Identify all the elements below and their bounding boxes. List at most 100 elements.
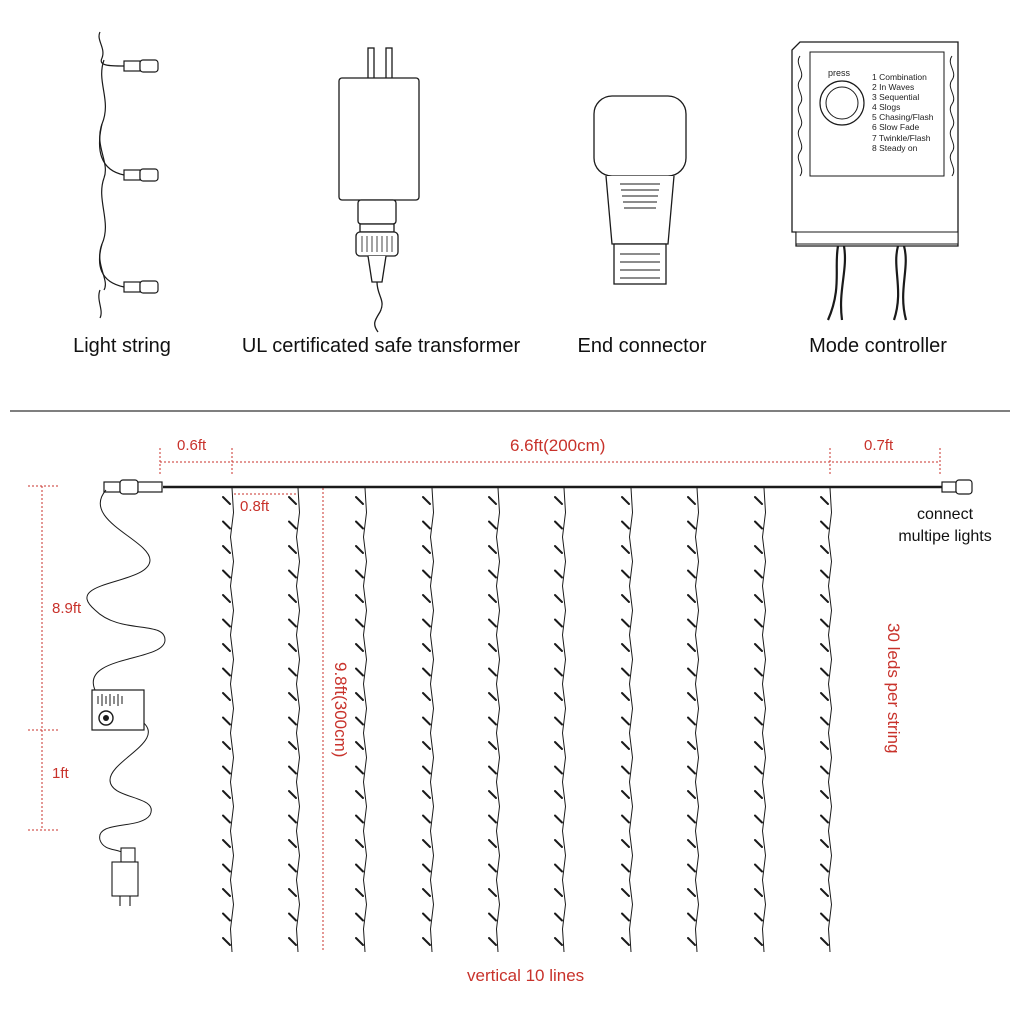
led-bulb — [820, 937, 829, 946]
label-spacing: 0.8ft — [240, 498, 270, 515]
led-bulb — [754, 765, 763, 775]
led-bulb — [554, 667, 563, 677]
led-bulb — [687, 569, 696, 579]
controller-mode-7: 7 Twinkle/Flash — [872, 133, 931, 143]
led-string-wire — [827, 487, 833, 953]
label-width: 6.6ft(200cm) — [510, 436, 606, 455]
led-bulb — [621, 912, 630, 922]
led-bulb — [355, 814, 364, 824]
controller-mode-4: 4 Slogs — [872, 102, 900, 112]
light-string-icon — [98, 31, 159, 319]
led-bulb — [288, 790, 297, 799]
led-bulb — [222, 594, 231, 603]
led-bulb — [422, 594, 431, 603]
led-bulb — [754, 520, 763, 530]
led-bulb — [621, 741, 630, 750]
led-bulb — [621, 790, 630, 799]
led-bulb — [554, 545, 563, 554]
led-bulb — [222, 569, 231, 579]
led-bulb — [754, 863, 763, 873]
led-bulb — [355, 790, 364, 799]
led-bulb — [422, 839, 431, 848]
connect-note-line-2: multipe lights — [898, 528, 992, 545]
controller-mode-list: 1 Combination 2 In Waves 3 Sequential 4 … — [872, 72, 934, 153]
led-bulb — [355, 888, 364, 897]
led-bulb — [820, 912, 829, 922]
led-bulb — [488, 618, 497, 628]
led-bulb — [687, 496, 696, 505]
controller-mode-8: 8 Steady on — [872, 143, 918, 153]
led-bulb — [621, 545, 630, 554]
led-bulb — [222, 839, 231, 848]
controller-mode-3: 3 Sequential — [872, 92, 919, 102]
led-string-wire — [295, 487, 301, 953]
led-string-wire — [495, 487, 501, 953]
led-bulb — [422, 716, 431, 726]
led-bulb — [422, 692, 431, 701]
led-bulb — [355, 863, 364, 873]
led-bulb — [820, 765, 829, 775]
led-bulb — [621, 667, 630, 677]
led-string-8 — [687, 487, 700, 953]
led-bulb — [488, 888, 497, 897]
led-bulb — [288, 741, 297, 750]
led-bulb — [488, 496, 497, 505]
led-bulb — [687, 814, 696, 824]
led-bulb — [554, 814, 563, 824]
led-bulb — [621, 692, 630, 701]
vertical-light-strings — [222, 487, 833, 953]
led-bulb — [820, 569, 829, 579]
led-bulb — [488, 912, 497, 922]
led-bulb — [621, 863, 630, 873]
led-bulb — [554, 520, 563, 530]
led-bulb — [754, 496, 763, 505]
led-bulb — [687, 741, 696, 750]
led-bulb — [820, 667, 829, 677]
led-bulb — [222, 814, 231, 824]
led-bulb — [422, 912, 431, 922]
led-bulb — [422, 741, 431, 750]
led-bulb — [554, 912, 563, 922]
caption-end-connector: End connector — [577, 335, 707, 357]
led-bulb — [820, 618, 829, 628]
led-bulb — [820, 790, 829, 799]
led-bulb — [422, 643, 431, 652]
led-bulb — [554, 863, 563, 873]
led-bulb — [687, 716, 696, 726]
led-bulb — [754, 839, 763, 848]
led-bulb — [288, 618, 297, 628]
led-bulb — [355, 937, 364, 946]
led-bulb — [687, 520, 696, 530]
controller-mode-2: 2 In Waves — [872, 82, 914, 92]
led-bulb — [355, 716, 364, 726]
controller-mode-5: 5 Chasing/Flash — [872, 112, 934, 122]
caption-mode-controller: Mode controller — [809, 335, 947, 357]
led-string-4 — [422, 487, 435, 953]
led-bulb — [820, 814, 829, 824]
top-bar-cable — [103, 479, 973, 495]
led-bulb — [488, 814, 497, 824]
led-bulb — [222, 618, 231, 628]
led-bulb — [488, 667, 497, 677]
led-bulb — [621, 937, 630, 946]
led-bulb — [754, 912, 763, 922]
led-bulb — [288, 545, 297, 554]
led-bulb — [422, 569, 431, 579]
label-leds-per-string: 30 leds per string — [884, 623, 903, 754]
led-bulb — [554, 741, 563, 750]
led-bulb — [687, 545, 696, 554]
led-bulb — [222, 912, 231, 922]
led-bulb — [820, 863, 829, 873]
led-bulb — [621, 618, 630, 628]
led-bulb — [355, 643, 364, 652]
led-bulb — [621, 765, 630, 775]
label-vertical-lines: vertical 10 lines — [467, 966, 585, 985]
lead-cable — [86, 489, 166, 863]
led-string-wire — [429, 487, 435, 953]
led-bulb — [820, 888, 829, 897]
led-bulb — [422, 496, 431, 505]
led-bulb — [554, 643, 563, 652]
led-bulb — [820, 496, 829, 505]
controller-mode-6: 6 Slow Fade — [872, 122, 920, 132]
led-bulb — [621, 643, 630, 652]
